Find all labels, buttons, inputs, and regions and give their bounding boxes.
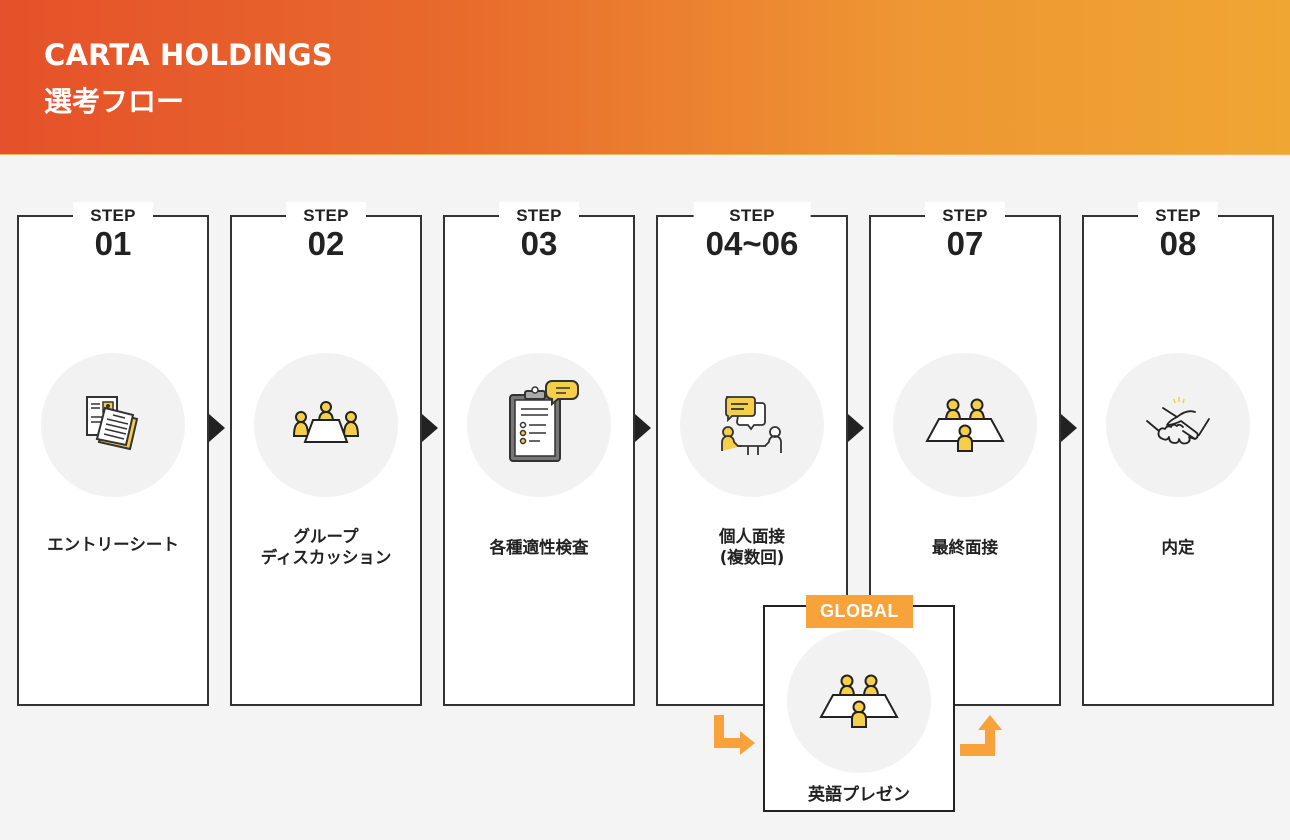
step-number: 07	[946, 225, 984, 262]
global-step-label: 英語プレゼン	[808, 785, 910, 805]
step-card-03: STEP 03 各種適性検査	[443, 202, 635, 706]
step-number: 01	[94, 225, 132, 262]
step-label: STEP	[942, 206, 988, 225]
label-line-2: ディスカッション	[260, 547, 392, 567]
documents-icon	[86, 396, 139, 451]
global-badge: GLOBAL	[806, 595, 913, 628]
step-card-08: STEP 08 内定	[1082, 202, 1274, 706]
panel-interview-icon	[925, 398, 1005, 452]
icon-circle	[41, 353, 185, 497]
arrow-right-icon	[209, 414, 225, 442]
icon-circle	[467, 353, 611, 497]
step-tag: STEP 07	[925, 202, 1005, 262]
step-label-text: 各種適性検査	[489, 538, 589, 557]
step-tag: STEP 01	[73, 202, 153, 262]
page-title: 選考フロー	[44, 85, 185, 118]
step-tag: STEP 04~06	[693, 202, 811, 262]
step-label: STEP	[516, 206, 562, 225]
company-name: CARTA HOLDINGS	[44, 38, 333, 72]
step-card-02: STEP 02 グループ ディスカッション	[230, 202, 422, 706]
step-label-text: 内定	[1161, 538, 1195, 557]
icon-circle	[1106, 353, 1250, 497]
icon-circle	[787, 629, 931, 773]
step-number: 03	[520, 225, 558, 262]
step-tag: STEP 08	[1138, 202, 1218, 262]
page-header: CARTA HOLDINGS 選考フロー	[0, 0, 1290, 155]
clipboard-test-icon	[509, 380, 579, 462]
bend-arrow-up-icon	[960, 715, 1002, 756]
step-card-01: STEP 01 エントリーシート	[17, 202, 209, 706]
step-number: 04~06	[705, 225, 799, 262]
step-tag: STEP 02	[286, 202, 366, 262]
group-discussion-icon	[292, 401, 360, 443]
step-label-text: 最終面接	[932, 538, 998, 557]
panel-interview-icon	[819, 674, 899, 728]
label-line-1: グループ	[293, 527, 359, 546]
step-number: 08	[1159, 225, 1197, 262]
interview-icon	[721, 396, 782, 455]
label-line-2: (複数回)	[719, 547, 785, 567]
step-tag: STEP 03	[499, 202, 579, 262]
icon-circle	[893, 353, 1037, 497]
icon-circle	[254, 353, 398, 497]
handshake-icon	[1146, 397, 1210, 445]
step-label: STEP	[729, 206, 775, 225]
arrow-right-icon	[1061, 414, 1077, 442]
bend-arrow-right-icon	[714, 715, 755, 755]
arrow-right-icon	[635, 414, 651, 442]
step-label: STEP	[90, 206, 136, 225]
step-label: STEP	[1155, 206, 1201, 225]
step-number: 02	[307, 225, 345, 262]
global-card: GLOBAL 英語プレゼン	[763, 595, 955, 812]
step-label: STEP	[303, 206, 349, 225]
step-label-text: 個人面接 (複数回)	[658, 527, 846, 568]
arrow-right-icon	[422, 414, 438, 442]
label-line-1: 個人面接	[719, 527, 785, 546]
step-label-text: エントリーシート	[47, 535, 179, 554]
step-label-text: グループ ディスカッション	[232, 527, 420, 568]
arrow-right-icon	[848, 414, 864, 442]
icon-circle	[680, 353, 824, 497]
